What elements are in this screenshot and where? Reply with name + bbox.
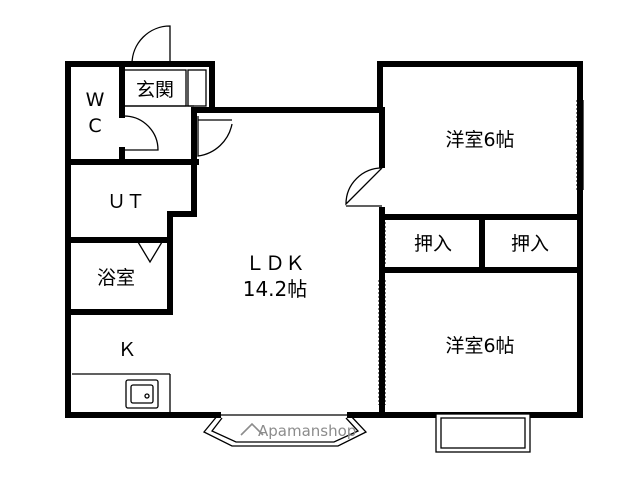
closet-1-label: 押入 — [414, 233, 452, 255]
ut-label: ＵＴ — [107, 191, 145, 213]
ldk-name-label: ＬＤＫ — [245, 251, 305, 275]
ldk-size-label: 14.2帖 — [243, 277, 308, 301]
closet-2-label: 押入 — [511, 233, 549, 255]
entrance-fixtures — [123, 69, 207, 107]
bay-window — [202, 414, 368, 447]
doors — [123, 25, 383, 264]
watermark: Apamanshop — [240, 422, 356, 440]
wc-label-line1: W — [86, 89, 105, 111]
western-room-1-label: 洋室6帖 — [445, 129, 514, 151]
walls — [65, 61, 583, 418]
western-room-2-label: 洋室6帖 — [445, 335, 514, 357]
house-roof-icon — [240, 422, 264, 436]
wc-label-line2: C — [88, 115, 101, 137]
sliding-door-tracks — [378, 100, 584, 405]
balcony — [435, 413, 531, 453]
watermark-text: Apamanshop — [258, 422, 356, 440]
bath-label: 浴室 — [97, 267, 135, 289]
kitchen-counter — [72, 373, 171, 412]
room-labels: W C 玄関 ＵＴ 浴室 Ｋ ＬＤＫ 14.2帖 洋室6帖 洋室6帖 押入 押入 — [86, 79, 549, 361]
entrance-label: 玄関 — [136, 79, 174, 101]
kitchen-label: Ｋ — [117, 339, 136, 361]
